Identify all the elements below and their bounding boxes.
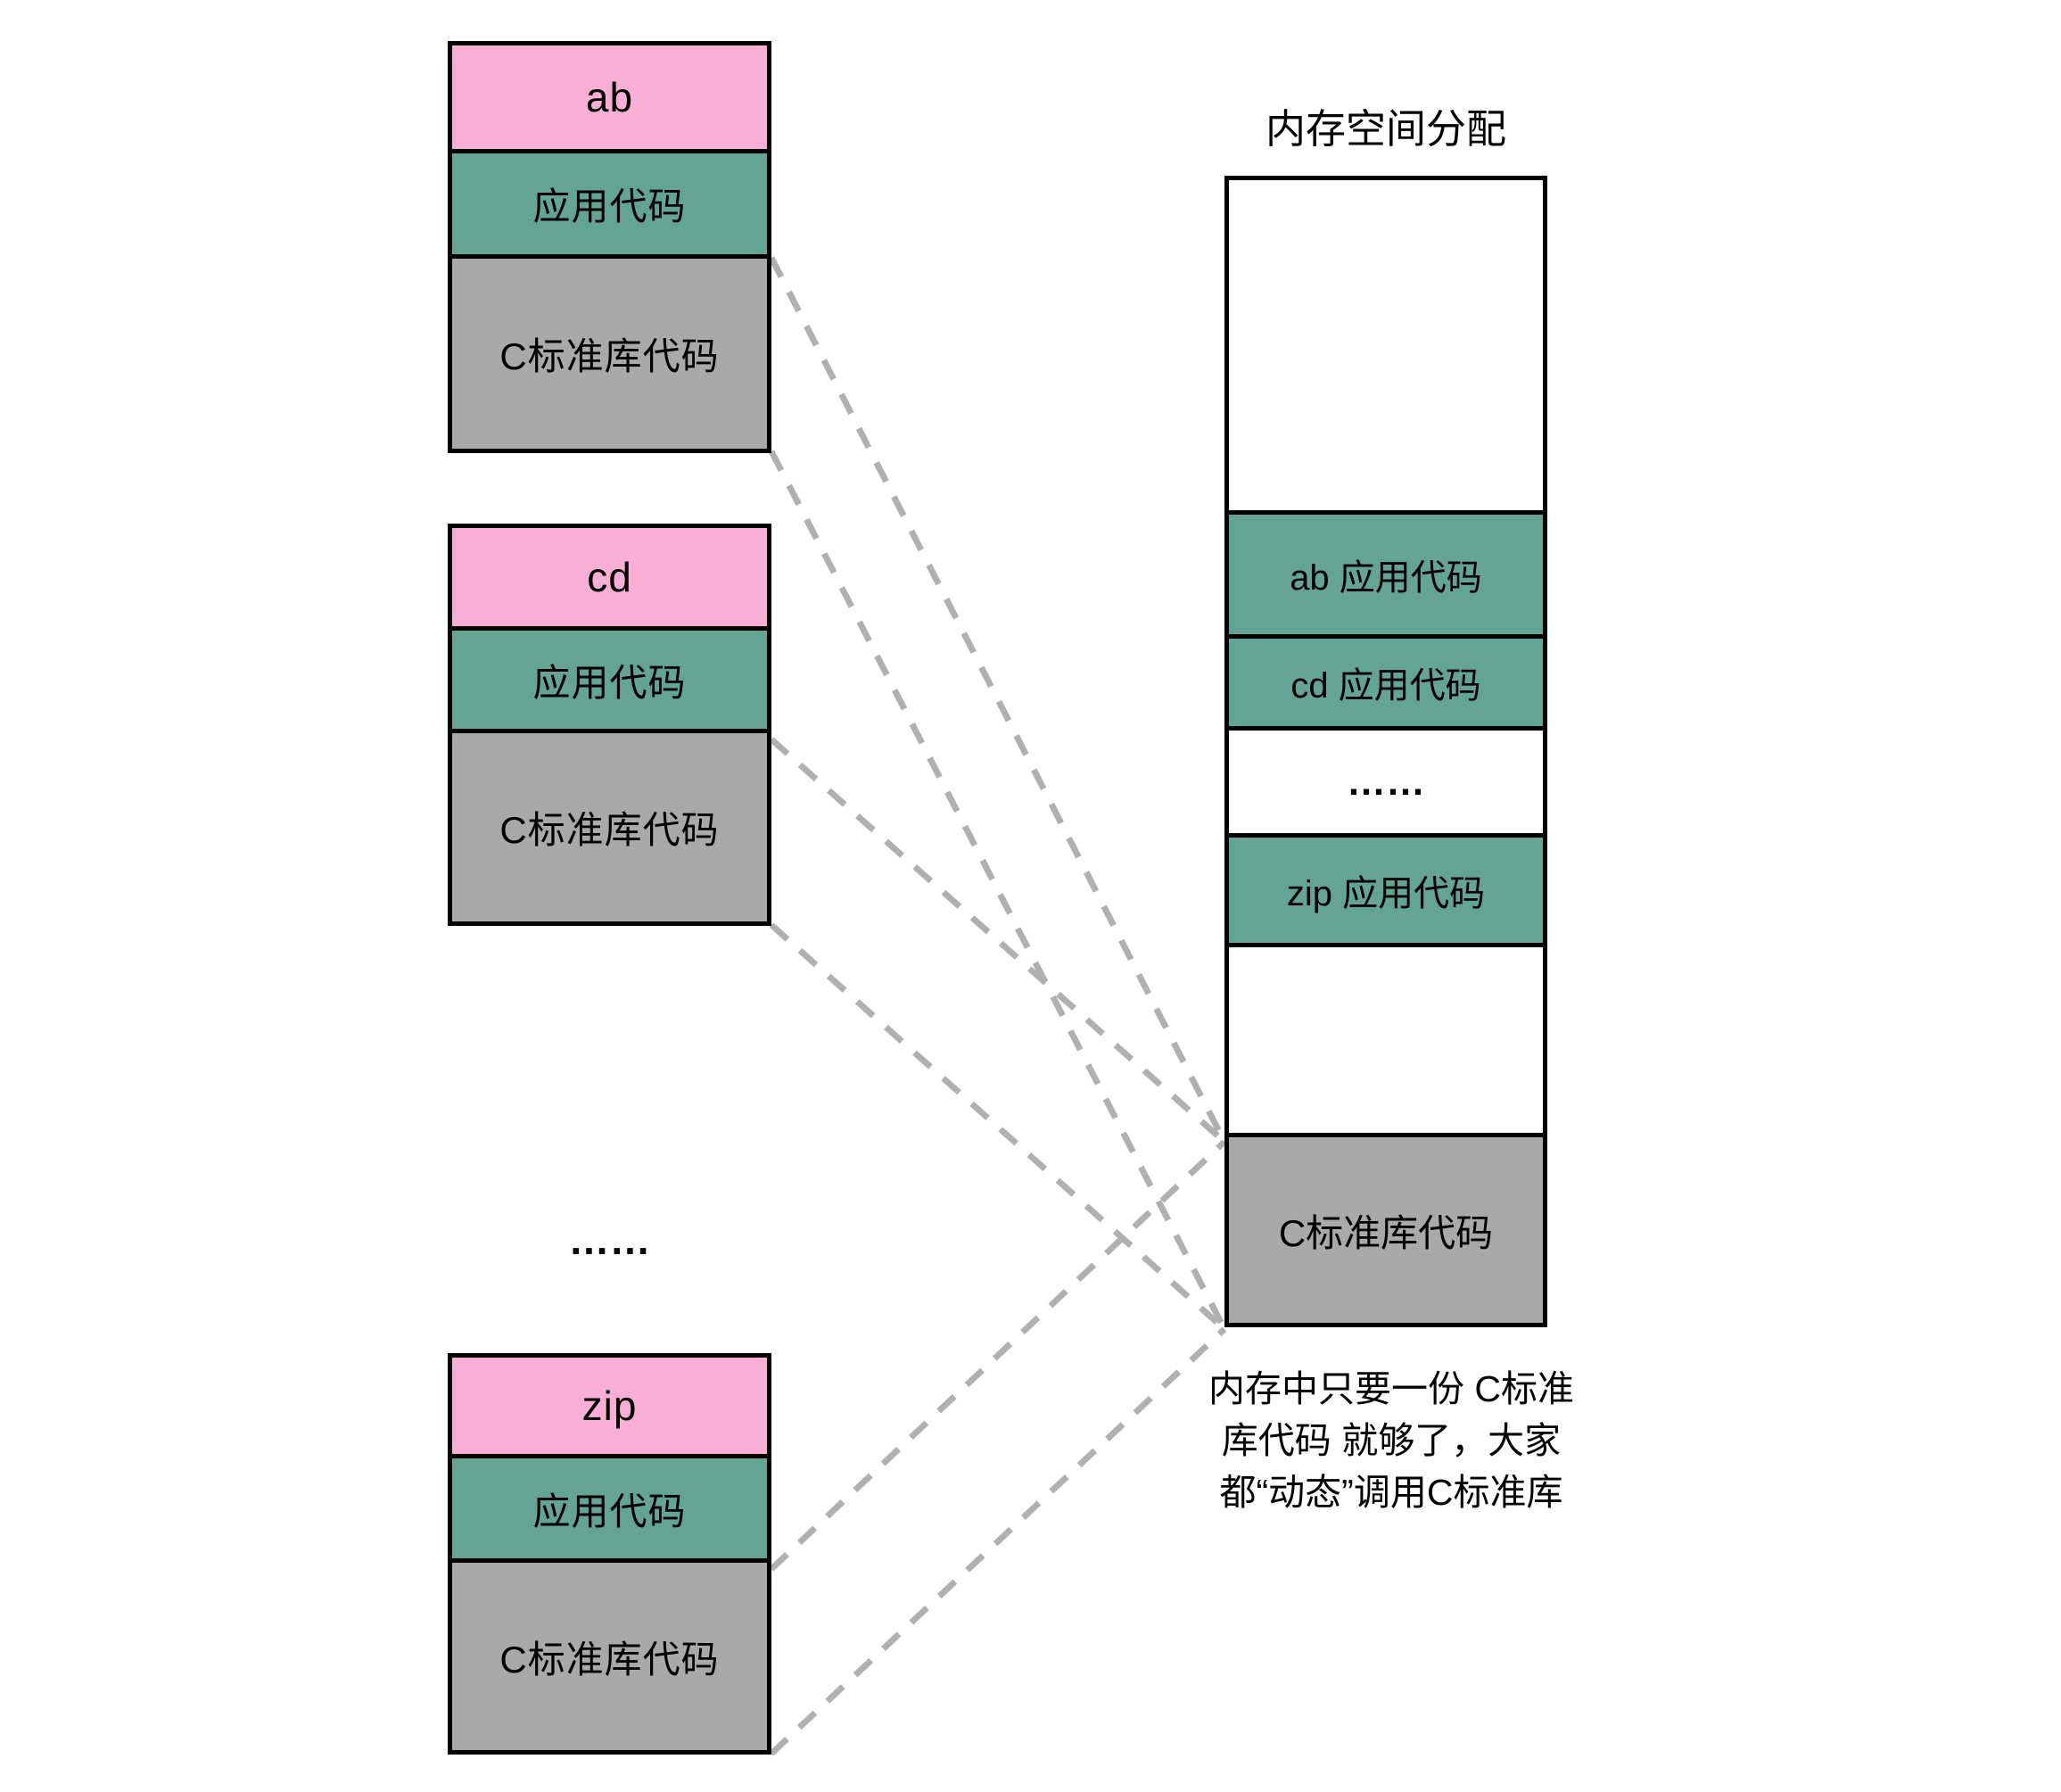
memory-cd-app-label: cd 应用代码 xyxy=(1290,666,1481,706)
program-box-zip: zip 应用代码 C标准库代码 xyxy=(448,1353,771,1755)
link-zip-lib-to-memory-lib-top xyxy=(769,1139,1227,1572)
program-zip-app-code-segment: 应用代码 xyxy=(452,1458,767,1563)
program-ab-app-code-label: 应用代码 xyxy=(532,186,687,227)
program-zip-clib-segment: C标准库代码 xyxy=(452,1563,767,1750)
program-cd-clib-label: C标准库代码 xyxy=(499,809,720,851)
program-ab-name-label: ab xyxy=(585,74,634,120)
program-cd-name-label: cd xyxy=(587,554,632,600)
program-zip-app-code-label: 应用代码 xyxy=(532,1490,687,1532)
memory-ellipsis-label: …… xyxy=(1347,759,1425,804)
program-ab-name-segment: ab xyxy=(452,45,767,153)
memory-clib-segment: C标准库代码 xyxy=(1229,1137,1543,1323)
annotation-line-2: 库代码 就够了，大家 xyxy=(1221,1420,1562,1462)
memory-ab-app-label: ab 应用代码 xyxy=(1290,558,1482,598)
program-cd-name-segment: cd xyxy=(452,528,767,631)
program-cd-app-code-segment: 应用代码 xyxy=(452,631,767,733)
link-ab-lib-to-memory-lib-bottom xyxy=(768,450,1228,1331)
program-ab-clib-label: C标准库代码 xyxy=(499,335,720,377)
memory-zip-app-segment: zip 应用代码 xyxy=(1229,838,1543,947)
memory-ab-app-segment: ab 应用代码 xyxy=(1229,515,1543,639)
program-box-ab: ab 应用代码 C标准库代码 xyxy=(448,41,771,453)
link-cd-lib-to-memory-lib-top xyxy=(769,737,1227,1144)
program-zip-name-segment: zip xyxy=(452,1358,767,1458)
program-box-cd: cd 应用代码 C标准库代码 xyxy=(448,524,771,926)
memory-zip-app-label: zip 应用代码 xyxy=(1286,874,1486,913)
program-zip-name-label: zip xyxy=(581,1383,638,1429)
memory-box: ab 应用代码 cd 应用代码 …… zip 应用代码 C标准库代码 xyxy=(1224,176,1547,1327)
link-zip-lib-to-memory-lib-bottom xyxy=(769,1326,1227,1756)
memory-ellipsis-segment: …… xyxy=(1229,731,1543,838)
link-ab-lib-to-memory-lib-top xyxy=(768,256,1228,1144)
annotation-line-1: 内存中只要一份 C标准 xyxy=(1208,1368,1574,1409)
program-cd-app-code-label: 应用代码 xyxy=(532,661,687,704)
program-ab-clib-segment: C标准库代码 xyxy=(452,259,767,449)
link-cd-lib-to-memory-lib-bottom xyxy=(769,922,1227,1332)
annotation-line-3: 都“动态”调用C标准库 xyxy=(1219,1472,1563,1514)
memory-clib-label: C标准库代码 xyxy=(1278,1211,1494,1254)
left-column-ellipsis: …… xyxy=(568,1217,651,1263)
memory-diagram-title: 内存空间分配 xyxy=(1265,106,1506,152)
program-cd-clib-segment: C标准库代码 xyxy=(452,733,767,921)
memory-cd-app-segment: cd 应用代码 xyxy=(1229,639,1543,731)
annotation-text: 内存中只要一份 C标准 库代码 就够了，大家 都“动态”调用C标准库 xyxy=(1177,1363,1605,1519)
program-ab-app-code-segment: 应用代码 xyxy=(452,153,767,259)
memory-free-segment-middle xyxy=(1229,947,1543,1137)
memory-free-segment-top xyxy=(1229,180,1543,515)
program-zip-clib-label: C标准库代码 xyxy=(499,1638,720,1681)
